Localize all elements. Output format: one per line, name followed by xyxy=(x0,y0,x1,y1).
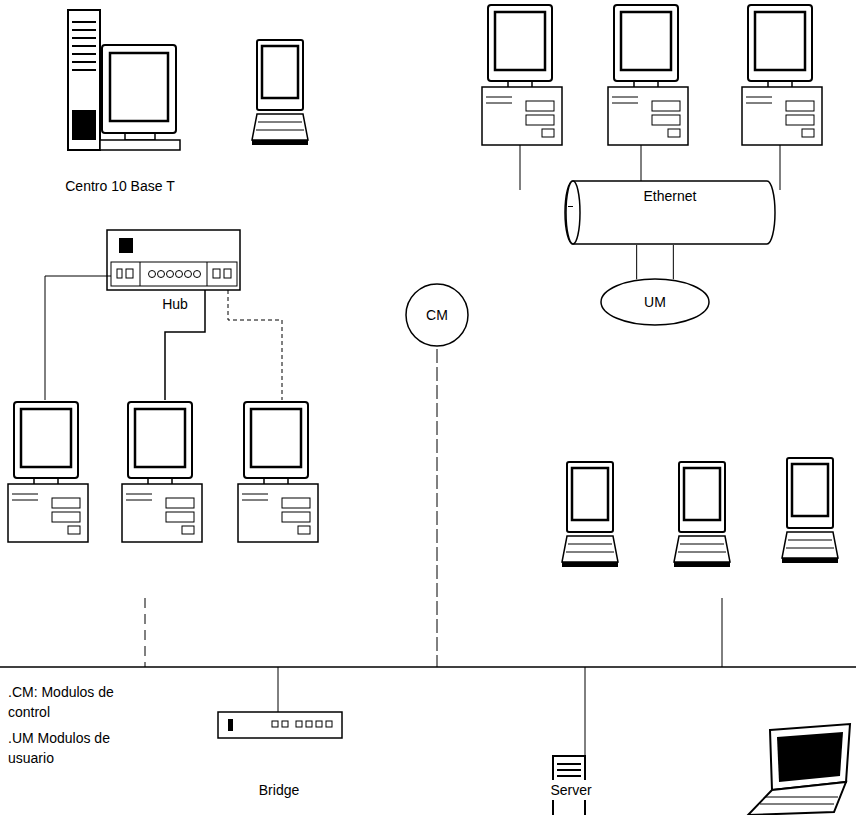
network-link xyxy=(673,245,674,279)
node-label: UM xyxy=(644,294,666,310)
control-module-circle: CM xyxy=(405,283,469,347)
network-link xyxy=(636,245,637,279)
device-label: Centro 10 Base T xyxy=(65,176,174,196)
node-label: CM xyxy=(426,307,448,323)
ethernet-cylinder: Ethernet xyxy=(565,180,775,245)
user-module-ellipse: UM xyxy=(600,278,710,326)
device-label: Hub xyxy=(162,294,188,314)
device-label: Bridge xyxy=(259,780,299,800)
device-label: Server xyxy=(548,780,593,800)
legend-note: .UM Modulos de usuario xyxy=(8,728,130,768)
legend-note: .CM: Modulos de control xyxy=(8,682,130,722)
node-label: Ethernet xyxy=(565,188,775,204)
